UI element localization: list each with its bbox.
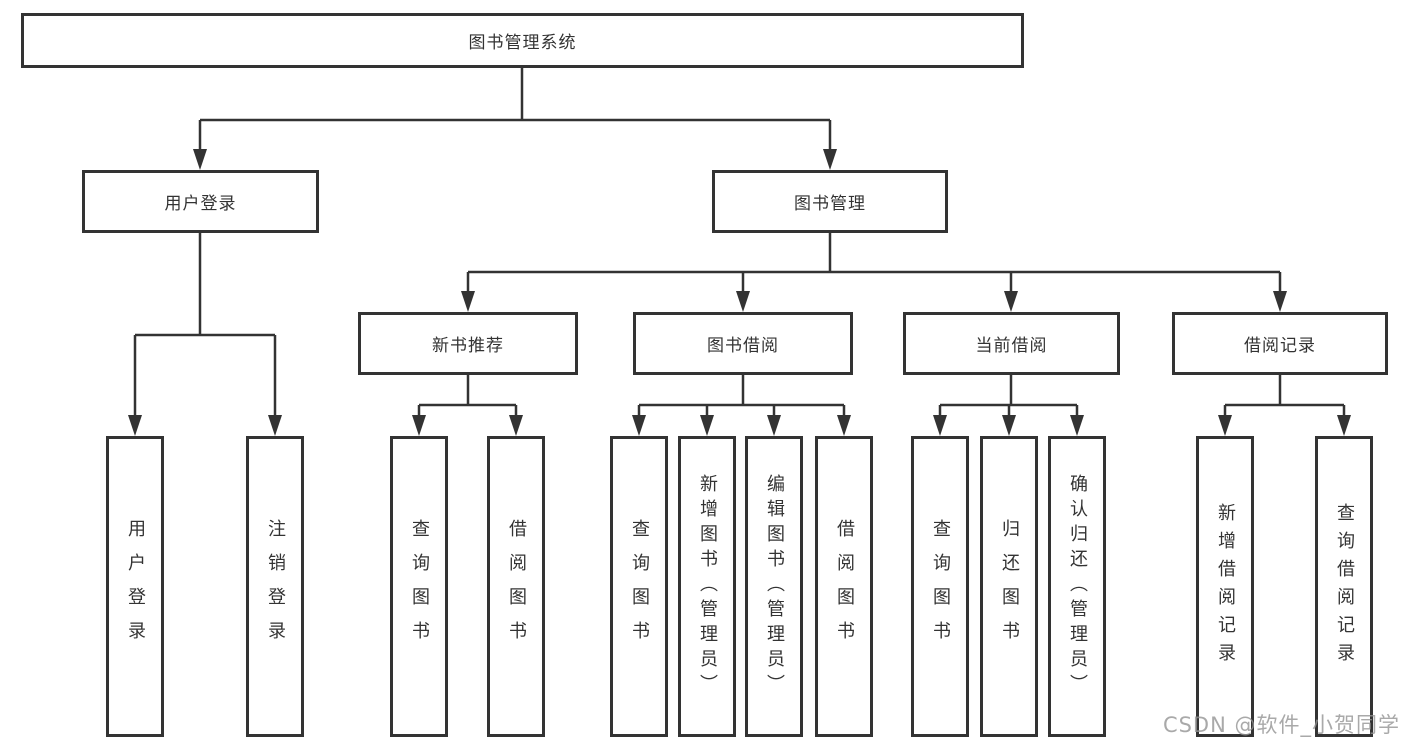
leaf-borrow-books: 借阅图书: [815, 436, 873, 737]
leaf-query-books-current: 查询图书: [911, 436, 969, 737]
leaf-query-books-borrow: 查询图书: [610, 436, 668, 737]
leaf-query-borrow-record: 查询借阅记录: [1315, 436, 1373, 737]
node-current-borrow: 当前借阅: [903, 312, 1120, 375]
leaf-return-books: 归还图书: [980, 436, 1038, 737]
leaf-edit-books-admin: 编辑图书（管理员）: [745, 436, 803, 737]
node-user-login: 用户登录: [82, 170, 319, 233]
leaf-add-borrow-record: 新增借阅记录: [1196, 436, 1254, 737]
arrowhead-icons: [128, 149, 1351, 436]
leaf-add-books-admin: 新增图书（管理员）: [678, 436, 736, 737]
node-label: 图书管理: [794, 194, 866, 214]
leaf-user-login: 用户登录: [106, 436, 164, 737]
node-book-borrow: 图书借阅: [633, 312, 853, 375]
node-borrow-records: 借阅记录: [1172, 312, 1388, 375]
node-label: 新书推荐: [432, 336, 504, 356]
leaf-borrow-books-recommend: 借阅图书: [487, 436, 545, 737]
csdn-watermark: CSDN @软件_小贺同学: [1162, 713, 1400, 737]
node-root-library-management-system: 图书管理系统: [21, 13, 1024, 68]
leaf-query-books-recommend: 查询图书: [390, 436, 448, 737]
leaf-logout: 注销登录: [246, 436, 304, 737]
node-label: 当前借阅: [975, 336, 1048, 356]
node-label: 图书管理系统: [468, 33, 577, 53]
node-label: 图书借阅: [707, 336, 779, 356]
leaf-confirm-return-admin: 确认归还（管理员）: [1048, 436, 1106, 737]
node-new-book-recommend: 新书推荐: [358, 312, 578, 375]
node-label: 用户登录: [164, 194, 237, 214]
node-label: 借阅记录: [1244, 336, 1316, 356]
node-book-management: 图书管理: [712, 170, 948, 233]
